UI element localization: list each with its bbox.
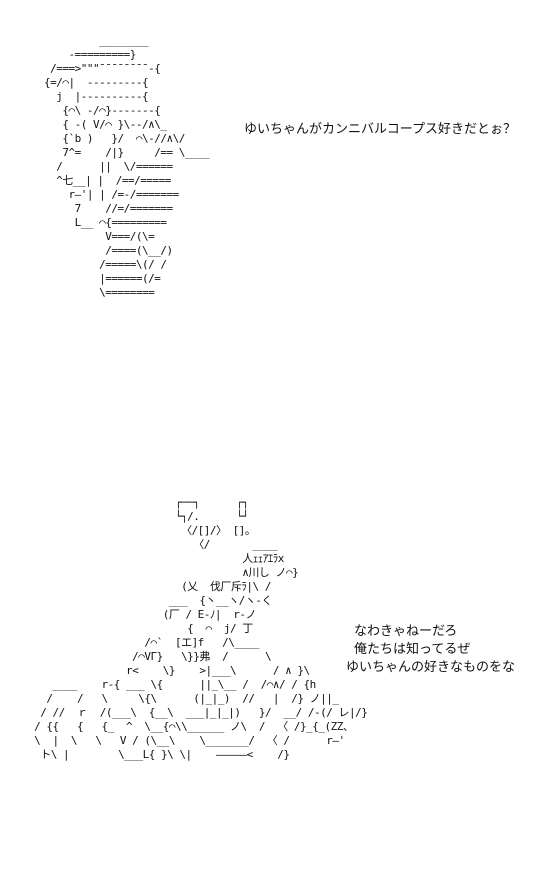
ascii-art-top-character: ________ -=========} /===>"""¯¯¯¯¯¯¯¯-{ … bbox=[44, 34, 210, 299]
ascii-art-bottom-group: ┌──┐ ┌┐ └┐/. └┘ 〈/[]/〉 []。 〈/ ____ 人ｪｪｱｴ… bbox=[34, 496, 368, 761]
speech-bottom-line-2: 俺たちは知ってるぜ bbox=[354, 642, 471, 657]
speech-bottom-line-1: なわきゃねーだろ bbox=[354, 624, 458, 639]
speech-top: ゆいちゃんがカンニバルコープス好きだとぉ？ bbox=[244, 122, 516, 137]
speech-bottom-line-3: ゆいちゃんの好きなものをな bbox=[346, 660, 516, 675]
